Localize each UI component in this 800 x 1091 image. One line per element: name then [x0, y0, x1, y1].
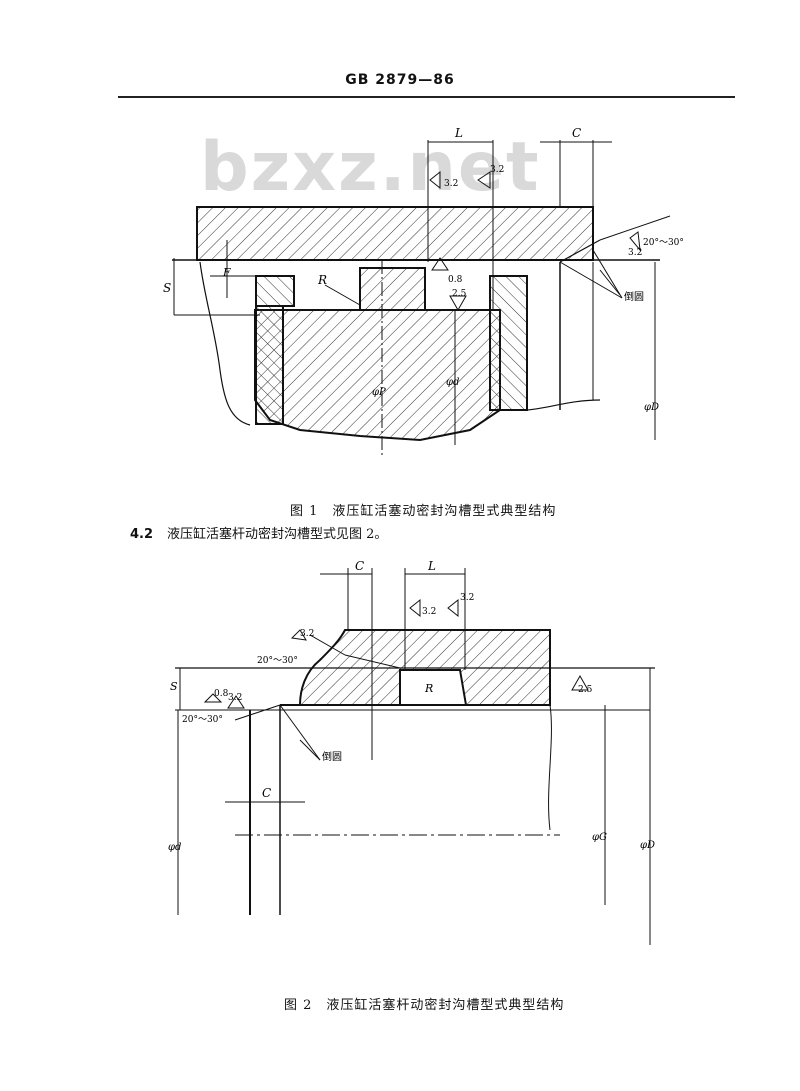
fig2-label-C-top: C — [355, 559, 364, 573]
fig1-roughness-b: 3.2 — [490, 165, 504, 175]
fig2-angle-left: 20°～30° — [182, 715, 223, 725]
figure-1-caption: 图 1 液压缸活塞动密封沟槽型式典型结构 — [290, 504, 557, 519]
watermark: bzxz.net — [200, 128, 541, 207]
fig2-label-R: R — [424, 682, 433, 695]
fig1-chamfer-note: 倒圆 — [624, 291, 644, 303]
fig2-roughness-08: 0.8 — [214, 689, 229, 699]
fig2-roughness-25: 2.5 — [578, 685, 593, 695]
section-number: 4.2 — [130, 527, 154, 542]
fig1-label-C: C — [572, 126, 581, 140]
fig1-label-phiD: φD — [644, 402, 659, 413]
fig2-roughness-c: 3.2 — [300, 629, 314, 639]
fig2-label-phiD: φD — [640, 840, 655, 851]
fig2-roughness-d: 3.2 — [228, 693, 242, 703]
fig1-roughness-a: 3.2 — [444, 179, 458, 189]
fig1-roughness-08: 0.8 — [448, 275, 463, 285]
fig1-label-phid: φd — [446, 377, 459, 388]
fig2-label-L: L — [427, 559, 436, 573]
fig2-label-S: S — [170, 680, 178, 693]
section-4-2: 4.2 液压缸活塞杆动密封沟槽型式见图 2。 — [130, 523, 387, 542]
standard-code: GB 2879—86 — [345, 72, 455, 88]
section-text: 液压缸活塞杆动密封沟槽型式见图 2。 — [167, 527, 388, 542]
fig1-label-F: F — [222, 266, 231, 279]
fig1-roughness-25: 2.5 — [452, 289, 467, 299]
fig2-label-C-bottom: C — [262, 786, 271, 800]
header-rule — [118, 96, 735, 98]
cylinder-wall — [196, 206, 594, 261]
seal-ring — [359, 267, 426, 311]
fig1-label-phiP: φP — [372, 387, 386, 398]
fig2-label-phid: φd — [168, 842, 181, 853]
fig1-roughness-c: 3.2 — [628, 248, 642, 258]
fig2-label-phiG: φG — [592, 832, 607, 843]
fig1-label-R: R — [317, 273, 327, 287]
fig1-angle: 20°～30° — [643, 238, 684, 248]
fig2-roughness-a: 3.2 — [422, 607, 436, 617]
fig1-label-L: L — [454, 126, 463, 140]
figure-2-caption: 图 2 液压缸活塞杆动密封沟槽型式典型结构 — [284, 998, 565, 1013]
fig2-roughness-b: 3.2 — [460, 593, 474, 603]
fig2-angle-top: 20°～30° — [257, 656, 298, 666]
fig1-label-S: S — [163, 281, 171, 295]
fig2-chamfer-note: 倒圆 — [322, 751, 342, 763]
